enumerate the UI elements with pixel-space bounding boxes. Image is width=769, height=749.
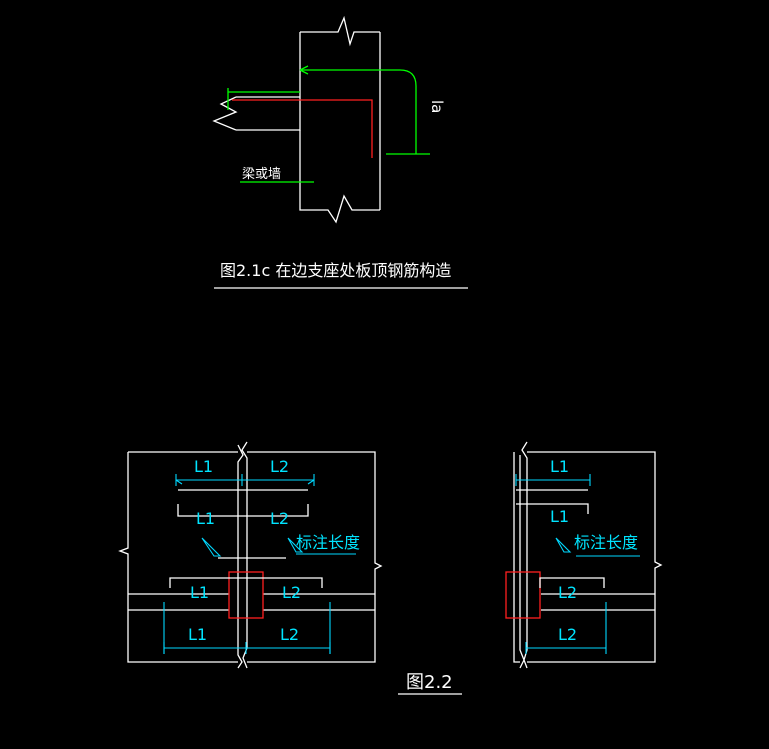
right-dim-label-l2-mid: L2: [558, 583, 577, 602]
column-left: [228, 571, 264, 619]
dim-label-l2-upper: L2: [270, 509, 289, 528]
dim-label-l2-mid: L2: [282, 583, 301, 602]
figure-2-1c: la 梁或墙 图2.1c 在边支座处板顶钢筋构造: [212, 15, 468, 289]
beam-or-wall-label: 梁或墙: [242, 167, 281, 182]
dim-label-l2-top: L2: [270, 457, 289, 476]
dimension-lines: [163, 474, 331, 654]
column-right: [505, 571, 541, 619]
right-dimension-lines: [515, 474, 607, 654]
dim-label-l2-bottom: L2: [280, 625, 299, 644]
right-horizontal-beam: [541, 593, 655, 611]
note-leader-left: [201, 537, 356, 557]
right-panel-outline: [513, 451, 663, 663]
rebar-lines: [169, 489, 323, 588]
right-dim-label-l1-top: L1: [550, 457, 569, 476]
dim-label-l1-mid: L1: [190, 583, 209, 602]
right-dim-label-l2-bottom: L2: [558, 625, 577, 644]
dim-label-l1-bottom: L1: [188, 625, 207, 644]
figure-2-2-left: L1 L2 L1 L2 L1 L2 L1 L2 标注长度: [118, 441, 383, 669]
dim-label-l1-top: L1: [194, 457, 213, 476]
figure-2-1c-caption: 图2.1c 在边支座处板顶钢筋构造: [220, 261, 451, 280]
green-arrow: [299, 65, 309, 75]
note-leader-right: [555, 537, 640, 557]
horizontal-beam: [128, 593, 375, 611]
red-top-rebar: [232, 99, 373, 158]
la-dim-label: la: [428, 100, 446, 113]
note-mark-length-right: 标注长度: [574, 533, 638, 552]
figure-2-2-caption: 图2.2: [406, 672, 453, 693]
support-outline: [212, 15, 381, 224]
right-dim-label-l1-upper: L1: [550, 507, 569, 526]
right-vertical-beam: [519, 441, 528, 669]
right-rebar-lines: [516, 489, 605, 588]
green-top-rebar: [227, 69, 430, 155]
right-slab-outline: [247, 451, 383, 663]
left-slab-outline: [118, 451, 238, 663]
dim-label-l1-upper: L1: [196, 509, 215, 528]
figure-2-2-right: L1 L1 L2 L2 标注长度: [505, 441, 663, 669]
note-mark-length-left: 标注长度: [296, 533, 360, 552]
